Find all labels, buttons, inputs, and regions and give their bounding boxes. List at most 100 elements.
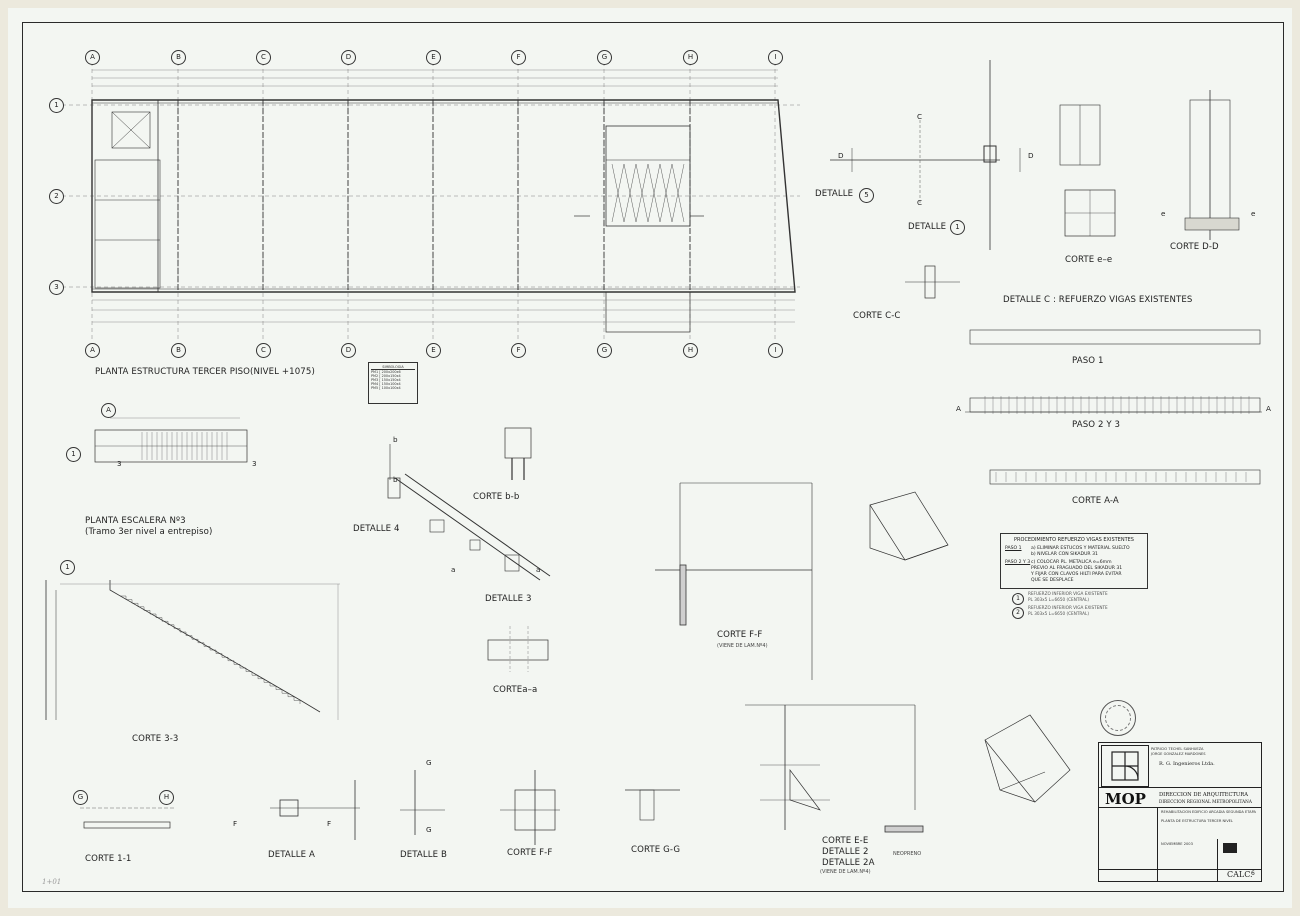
section-marker-e-left: e	[1161, 209, 1166, 218]
grid-bubble-row-2: 2	[49, 189, 64, 204]
paso23-c3: Y FIJAR CON CLAVOS HILTI PARA EVITAR	[1031, 571, 1122, 577]
ref-1-text-b: PL 303x5 L=6650 (CENTRAL)	[1028, 597, 1089, 602]
office-name: R. G. Ingenieros Ltda.	[1159, 761, 1215, 767]
paso23-c2: PREVIO AL FRAGUADO DEL SIKADUR 31	[1031, 566, 1123, 572]
grid-bubble-f-top: F	[511, 50, 526, 65]
grid-bubble-b-top: B	[171, 50, 186, 65]
handwritten-mark: 1+01	[42, 878, 62, 886]
detalle-a-marker-f-left: F	[233, 819, 238, 828]
grid-bubble-i-bottom: I	[768, 343, 783, 358]
detalle-2-label: DETALLE 2	[822, 847, 869, 857]
detalle-a-label: DETALLE A	[268, 850, 316, 860]
grid-bubble-e-bottom: E	[426, 343, 441, 358]
date-field: NOVIEMBRE 2003	[1161, 842, 1193, 846]
corte-b-b-label: CORTE b-b	[473, 492, 520, 502]
grid-bubble-a-bottom: A	[85, 343, 100, 358]
corte-d-d-label: CORTE D-D	[1170, 242, 1219, 252]
lamina-code: CALC.	[1227, 870, 1253, 879]
detalle-c-label: DETALLE C : REFUERZO VIGAS EXISTENTES	[1003, 295, 1193, 305]
section-marker-b-top: b	[393, 435, 398, 444]
grid-bubble-row-1: 1	[49, 98, 64, 113]
title-block: PATRICIO TECHEL SANHUEZA JORGE GONZALEZ …	[1098, 742, 1262, 882]
grid-bubble-f-bottom: F	[511, 343, 526, 358]
section-marker-a-right: A	[1266, 404, 1271, 413]
main-plan-title: PLANTA ESTRUCTURA TERCER PISO(NIVEL +107…	[95, 367, 315, 377]
section-marker-c-bottom: C	[917, 198, 923, 207]
grid-bubble-g-bottom: G	[597, 343, 612, 358]
grid-bubble-row-3: 3	[49, 280, 64, 295]
detalle-b-label: DETALLE B	[400, 850, 448, 860]
stair-section-3-left: 3	[117, 459, 122, 468]
corte-f-f-bottom-label: CORTE F-F	[507, 848, 553, 858]
detalle-b-marker-g-top: G	[426, 758, 432, 767]
paso1-b: b) NIVELAR CON SIKADUR 31	[1031, 551, 1098, 557]
section-marker-d-left: D	[838, 151, 844, 160]
mop-logo-text: MOP	[1105, 790, 1146, 808]
stair-plan-title: PLANTA ESCALERA Nº3	[85, 516, 186, 526]
ref-1-text: REFUERZO INFERIOR VIGA EXISTENTE	[1028, 591, 1108, 596]
detail-5-label: DETALLE	[815, 189, 854, 199]
detail-1-number: 1	[950, 220, 965, 235]
paso23-c4: QUE SE DESPLACE	[1031, 577, 1074, 583]
procedure-title: PROCEDIMIENTO REFUERZO VIGAS EXISTENTES	[1014, 537, 1134, 543]
section-marker-c-top: C	[917, 112, 923, 121]
section-marker-a-left: A	[956, 404, 961, 413]
corte-e-e-label: CORTE e–e	[1065, 255, 1113, 265]
direction-line-2: DIRECCION REGIONAL METROPOLITANA	[1159, 799, 1252, 804]
detalle-a-marker-f-right: F	[327, 819, 332, 828]
ref-2-bubble: 2	[1012, 607, 1024, 619]
detalle-4-label: DETALLE 4	[353, 524, 400, 534]
corte-a-a-label: CORTE A-A	[1072, 496, 1119, 506]
drawing-frame	[22, 22, 1284, 892]
mop-logo-icon	[1111, 751, 1139, 781]
section-marker-b-bottom: b	[393, 475, 398, 484]
neopreno-label: NEOPRENO	[893, 851, 922, 857]
paso1-a: a) ELIMINAR ESTUCOS Y MATERIAL SUELTO	[1031, 546, 1130, 551]
grid-bubble-i-top: I	[768, 50, 783, 65]
seal-stamp	[1100, 700, 1136, 736]
sheet-name: PLANTA DE ESTRUCTURA TERCER NIVEL	[1161, 819, 1233, 823]
scale-bar-icon	[1223, 843, 1237, 853]
detalle-3-label: DETALLE 3	[485, 594, 532, 604]
grid-bubble-c-top: C	[256, 50, 271, 65]
detalle-2a-label: DETALLE 2A	[822, 858, 875, 868]
stair-plan-subtitle: (Tramo 3er nivel a entrepiso)	[85, 527, 213, 537]
corte-1-1-grid-h: H	[159, 790, 174, 805]
lamina-number: 6	[1251, 870, 1255, 877]
grid-bubble-h-bottom: H	[683, 343, 698, 358]
grid-bubble-d-bottom: D	[341, 343, 356, 358]
grid-bubble-d-top: D	[341, 50, 356, 65]
paso-2-3-label: PASO 2 Y 3	[1072, 420, 1121, 430]
ref-1-bubble: 1	[1012, 593, 1024, 605]
corte-g-g-label: CORTE G-G	[631, 845, 681, 855]
paso-1-label: PASO 1	[1072, 356, 1104, 366]
procedure-note: PROCEDIMIENTO REFUERZO VIGAS EXISTENTES …	[1000, 533, 1148, 589]
paso1-key: PASO 1	[1005, 546, 1022, 551]
grid-bubble-h-top: H	[683, 50, 698, 65]
mop-logo-box	[1101, 745, 1149, 787]
project-name: REHABILITACION EDIFICIO ARCADIA SEGUNDA …	[1161, 810, 1256, 814]
direction-line-1: DIRECCION DE ARQUITECTURA	[1159, 792, 1248, 798]
stair-section-3-right: 3	[252, 459, 257, 468]
stair-section-grid-1: 1	[60, 560, 75, 575]
grid-bubble-b-bottom: B	[171, 343, 186, 358]
viene-lam-4-bottom: (VIENE DE LAM.Nº4)	[820, 869, 871, 875]
ref-2-text: REFUERZO INFERIOR VIGA EXISTENTE	[1028, 605, 1108, 610]
stair-grid-a-bubble: A	[101, 403, 116, 418]
corte-f-f-top-label: CORTE F-F	[717, 630, 763, 640]
corte-3-3-label: CORTE 3-3	[132, 734, 179, 744]
grid-bubble-a-top: A	[85, 50, 100, 65]
paso23-key: PASO 2 Y 3	[1005, 560, 1031, 566]
section-marker-a-small-right: a	[536, 565, 541, 574]
paso23-c: c) COLOCAR PL. METALICA e=6mm	[1031, 560, 1112, 566]
grid-bubble-g-top: G	[597, 50, 612, 65]
corte-c-c-label: CORTE C-C	[853, 311, 901, 321]
ref-2-text-b: PL 303x5 L=6650 (CENTRAL)	[1028, 611, 1089, 616]
corte-1-1-label: CORTE 1-1	[85, 854, 132, 864]
section-marker-e-right: e	[1251, 209, 1256, 218]
stair-grid-1-bubble: 1	[66, 447, 81, 462]
detail-5-number: 5	[859, 188, 874, 203]
